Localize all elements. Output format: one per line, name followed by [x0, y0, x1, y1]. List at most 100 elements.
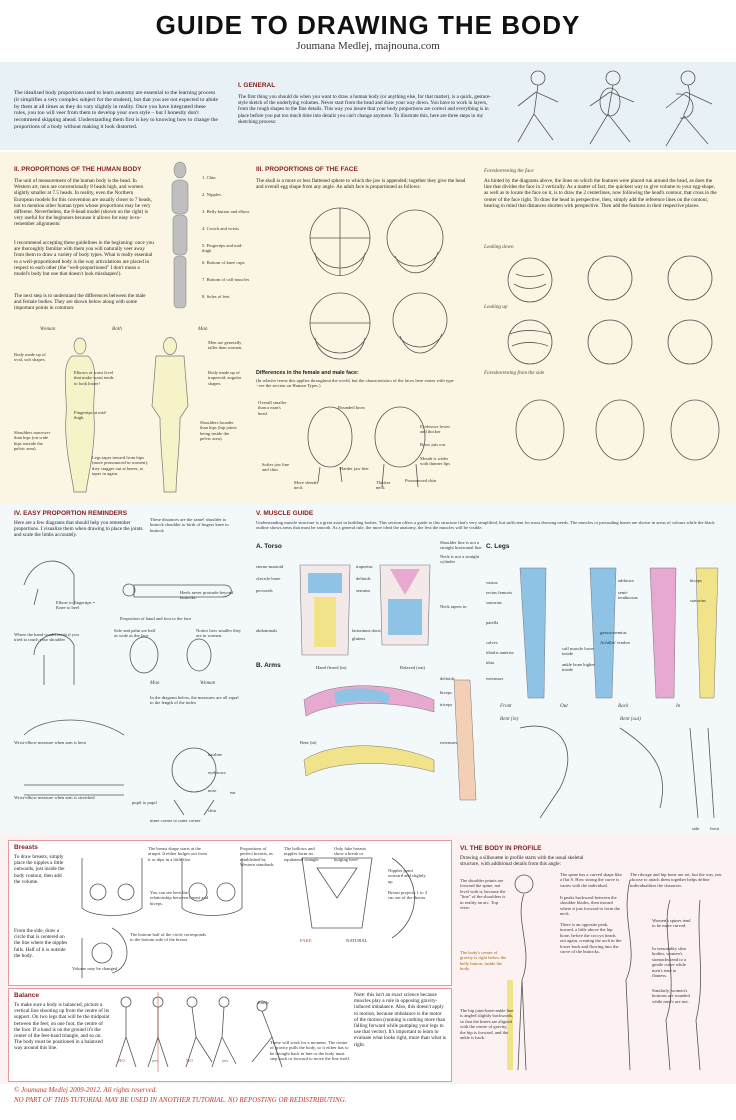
- leg-semi: semi-tendinosus: [618, 590, 638, 601]
- male-female-figures: [64, 337, 189, 493]
- looking-down-heading: Looking down: [484, 244, 514, 250]
- face-label-softer-jaw: Softer jaw line and chin: [262, 462, 290, 473]
- leg-patella: patella: [486, 620, 499, 625]
- eight-head-figure: [171, 161, 189, 309]
- leg-biceps: biceps: [690, 578, 702, 583]
- torso-clavicle: clavicle bone: [256, 576, 281, 581]
- reminder-hairline: hairline: [208, 752, 223, 757]
- face-label-chin: Pronounced chin: [405, 478, 437, 483]
- breast-diagrams: [81, 857, 415, 978]
- balance-figures: [115, 992, 283, 1072]
- landmark-5: 5. Fingertips and mid-thigh: [202, 243, 243, 254]
- breasts-biceps: You can see here the relationship betwee…: [150, 890, 209, 906]
- balance-mark-2: yes: [152, 1058, 159, 1063]
- foreshortening-heading: Foreshortening the face: [484, 168, 534, 174]
- landmark-1: 1. Chin: [202, 175, 216, 180]
- balance-mark-emily: Emily: [258, 1000, 270, 1005]
- general-text: The first thing you should do when you w…: [238, 94, 491, 125]
- note-elbows-waist: Elbows at waist level that make waist te…: [74, 370, 114, 386]
- face-label-mouth: Mouth is wider with thinner lips: [420, 456, 451, 467]
- proportions-face-heading: III. PROPORTIONS OF THE FACE: [256, 166, 358, 173]
- author-line: Joumana Medlej, majnouna.com: [296, 40, 440, 52]
- landmark-list: 1. Chin 2. Nipples 3. Belly button and e…: [202, 175, 252, 311]
- reminders-heading: IV. EASY PROPORTION REMINDERS: [14, 510, 128, 517]
- reminder-woman-label: Woman: [200, 680, 216, 686]
- page-title: GUIDE TO DRAWING THE BODY: [155, 10, 581, 40]
- arm-hand-flexed: Hand flexed (in): [316, 665, 347, 670]
- note-fingertips: Fingertips at mid-thigh: [74, 410, 107, 421]
- footer-copyright: © Joumana Medlej 2009-2012. All rights r…: [14, 1086, 157, 1094]
- balance-heading: Balance: [14, 992, 39, 999]
- note-body-oval: Body made up of oval, soft shapes.: [14, 352, 46, 363]
- leg-ankle-higher: ankle bone higher inside: [562, 662, 595, 673]
- foreshortened-heads: [507, 255, 720, 461]
- breasts-bottom-half: The bottom half of the circle correspond…: [130, 932, 207, 943]
- reminders-text: Here are a few diagrams that should help…: [14, 520, 143, 539]
- general-heading: I. GENERAL: [238, 82, 276, 89]
- torso-neck-note: Neck is not a straight cylinder: [440, 554, 480, 565]
- leg-rectus: rectus femoris: [486, 590, 513, 595]
- profile-shoulder-points: The shoulder points are forward the spin…: [460, 878, 506, 911]
- balance-mark-4: yes: [222, 1058, 229, 1063]
- note-legs-taper: Legs taper inward from hips (more pronou…: [92, 455, 149, 477]
- torso-shoulder-note: Shoulder line is not a straight horizont…: [440, 540, 482, 551]
- leg-sartorius: sartorius: [486, 600, 502, 605]
- reminder-heels: Heels never protrude beyond buttocks: [180, 590, 234, 601]
- torso-neck-tapers: Neck tapers in: [440, 604, 467, 609]
- leg-tibialis: tibialis anterior: [486, 650, 514, 655]
- proportions-body-heading: II. PROPORTIONS OF THE HUMAN BODY: [14, 166, 142, 173]
- sketch-figure-3: [665, 70, 713, 147]
- profile-hip-knee: The hip joint-knee-ankle line is angled …: [460, 1008, 514, 1041]
- proportions-body-text2: I recommend accepting these guidelines i…: [14, 240, 154, 278]
- torso-trapezius: trapezius: [356, 564, 373, 569]
- footer-notice: NO PART OF THIS TUTORIAL MAY BE USED IN …: [14, 1096, 347, 1104]
- muscle-heading: V. MUSCLE GUIDE: [256, 510, 314, 517]
- label-woman: Woman: [40, 326, 56, 332]
- reminder-hand-foot: Proportion of hand and foot to the face: [120, 616, 192, 621]
- proportion-reminder-diagrams: [23, 560, 232, 816]
- sketch-figure-1: [517, 70, 559, 143]
- proportions-face-text: The skull is a more or less flattened sp…: [256, 178, 466, 191]
- intro-text: The idealised body proportions used to l…: [14, 90, 218, 130]
- arm-deltoids: deltoids: [440, 676, 455, 681]
- legs-heading: C. Legs: [486, 543, 510, 550]
- face-label-harder-jaw: Harder jaw line: [340, 466, 369, 471]
- face-differences-heading: Differences in the female and male face:: [256, 370, 359, 376]
- sketch-process-figures: [517, 70, 713, 147]
- leg-in: In: [676, 703, 681, 709]
- torso-pectorals: pectorals: [256, 588, 273, 593]
- reminder-pupil: pupil to pupil: [132, 800, 157, 805]
- reminder-same-distances: These distances are the same! shoulder t…: [150, 517, 229, 533]
- intro-band: [0, 62, 736, 150]
- face-label-thicker-neck: Thicker neck: [376, 480, 391, 491]
- leg-extensors: extensors: [486, 676, 504, 681]
- breasts-nipples-out: Nipples point outward and slightly up: [388, 868, 426, 884]
- arm-muscles: [303, 679, 477, 801]
- balance-mark-3: NO: [186, 1058, 193, 1063]
- arm-relaxed: Relaxed (out): [400, 665, 426, 670]
- reminder-sole-palm: Sole and palm are half as wide as the fa…: [114, 628, 156, 639]
- leg-back: Back: [618, 703, 629, 709]
- leg-calves: calves: [486, 640, 498, 645]
- proportions-body-text3: The next step is to understand the diffe…: [14, 293, 146, 312]
- profile-women-spine: Women's spines tend to be more curved.: [652, 918, 691, 929]
- reminder-wrist-bent: Wrist-elbow measure when arm is bent: [14, 740, 86, 745]
- torso-serratus: serratus: [356, 588, 371, 593]
- breasts-triangle: The hollows and nipples form an equilate…: [284, 846, 319, 862]
- torso-deltoids: deltoids: [356, 576, 371, 581]
- note-men-taller: Men are generally taller than women.: [208, 340, 243, 351]
- leg-vastus: vastus: [486, 580, 498, 585]
- profile-peaks: It peaks backward between the shoulder b…: [560, 895, 620, 917]
- leg-tibia: tibia: [486, 660, 495, 665]
- label-both: Both: [112, 326, 122, 332]
- arm-bent: Bent (in): [300, 740, 317, 745]
- torso-heading: A. Torso: [256, 543, 282, 550]
- profile-bottoms: Similarly, women's bottoms are rounded w…: [652, 988, 690, 1004]
- profile-lower-back: There is an opposite peak, inward, a lit…: [560, 922, 622, 955]
- torso-latissimus: latissimus dorsi: [352, 628, 381, 633]
- looking-up-heading: Looking up: [484, 304, 508, 310]
- profile-figures: [507, 874, 701, 1071]
- reminder-chin: chin: [208, 808, 216, 813]
- leg-adductor: adductor: [618, 578, 635, 583]
- balance-box: [8, 988, 452, 1082]
